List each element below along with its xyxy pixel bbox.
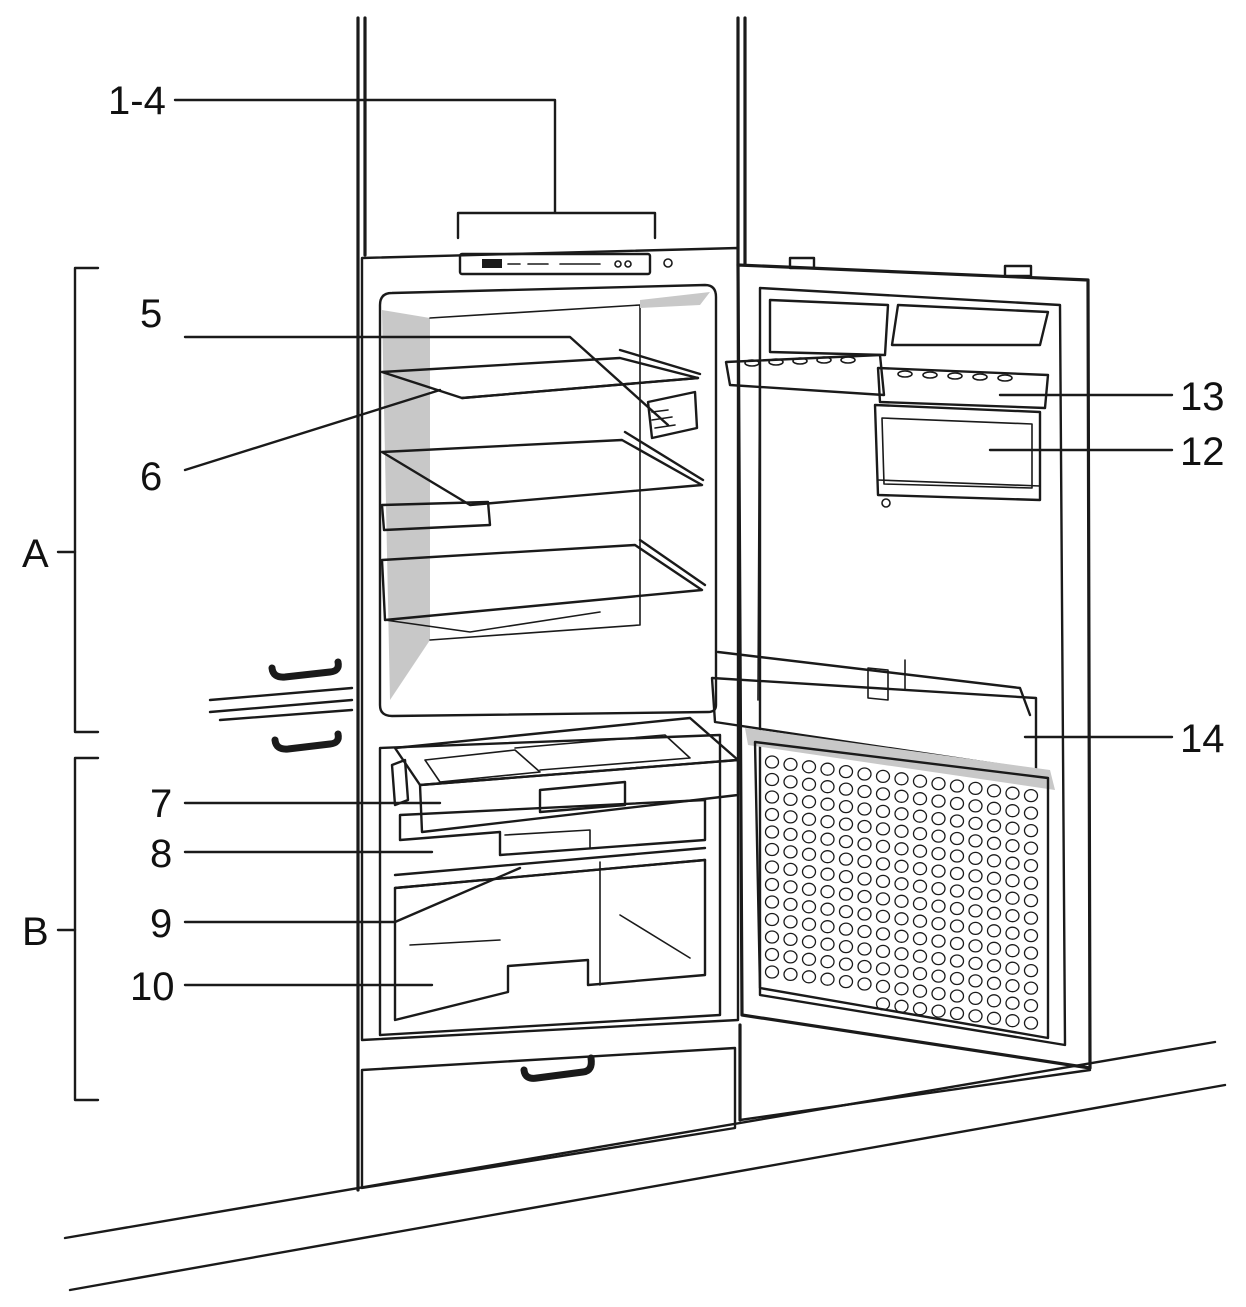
cabinet [356,16,1092,1192]
egg-tray-left [724,353,886,397]
door-dot-pattern [764,755,1039,1030]
callout-6: 6 [140,455,162,499]
callout-8: 8 [150,832,172,876]
callout-14: 14 [1180,717,1225,761]
leader-1-4 [173,98,657,240]
egg-tray-right [876,366,1050,410]
floor [63,1040,1227,1292]
shelf-2 [380,430,705,532]
fridge-body [360,246,740,1042]
leader-lines [173,98,1174,987]
bracket-A [56,266,100,734]
drawer-7 [390,716,740,834]
leader-6 [183,388,442,472]
drawer-8 [398,798,707,857]
bottom-drawer [360,1046,737,1190]
fridge-compartment [378,283,718,718]
callout-9: 9 [150,902,172,946]
callout-7: 7 [150,782,172,826]
butter-box [873,403,1042,508]
bracket-B [56,756,100,1102]
callout-5: 5 [140,292,162,336]
callout-13: 13 [1180,375,1225,419]
leader-9 [183,866,522,924]
section-A: A [22,532,49,576]
open-door [710,256,1092,1070]
callout-12: 12 [1180,430,1225,474]
side-cabinet [208,658,354,753]
callout-1-4: 1-4 [108,79,166,123]
shelf-3 [380,538,707,633]
leader-5 [183,335,670,427]
callout-labels: 1-4 5 6 7 8 9 10 12 13 14 A B [22,79,1225,1009]
callout-10: 10 [130,965,175,1009]
shelf-1 [380,348,702,400]
drawer-10 [393,858,707,1022]
freezer-compartment [378,716,740,1037]
section-B: B [22,910,49,954]
